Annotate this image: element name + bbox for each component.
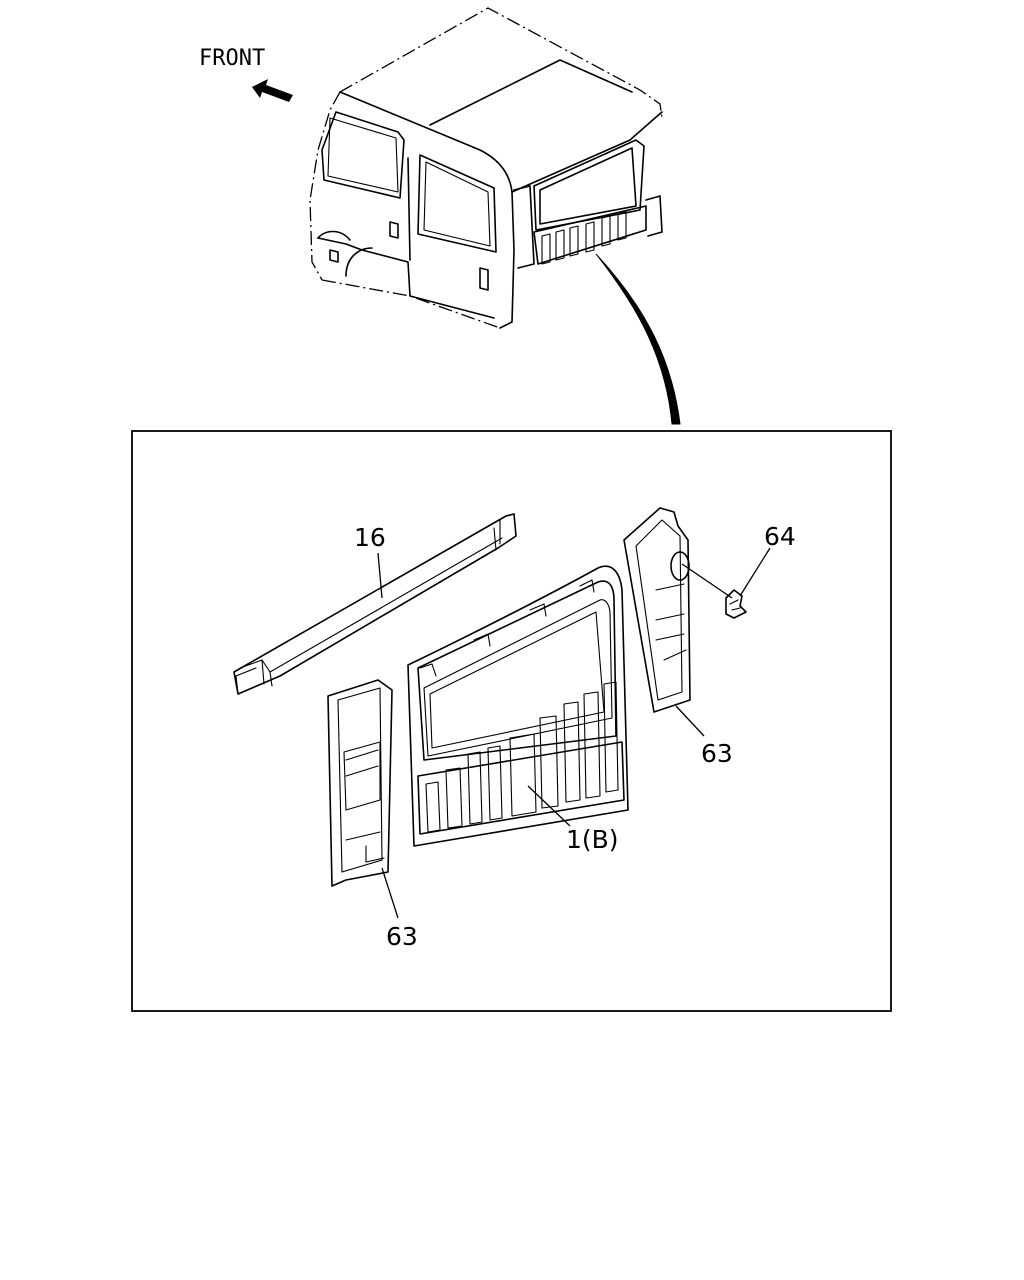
detail-pointer [595,253,681,425]
callout-1b: 1(B) [566,825,619,854]
callout-63-left: 63 [386,922,418,951]
cab-overview [309,7,663,329]
leader-64-b [739,547,771,597]
left-pillar-part [327,679,393,887]
leader-64-a [681,563,733,599]
leader-63-left [381,867,399,919]
front-arrow-icon [252,79,293,102]
callout-63-right: 63 [701,739,733,768]
detail-frame [131,430,892,1012]
leader-63-right [675,705,705,737]
back-panel-part [407,565,629,847]
roof-rail-part [233,513,517,695]
front-label: FRONT [199,46,265,71]
callout-64: 64 [764,522,796,551]
bracket-part [725,589,747,619]
right-pillar-part [623,507,691,713]
leader-16 [377,552,383,599]
callout-16: 16 [354,523,386,552]
leader-1b [527,785,571,827]
